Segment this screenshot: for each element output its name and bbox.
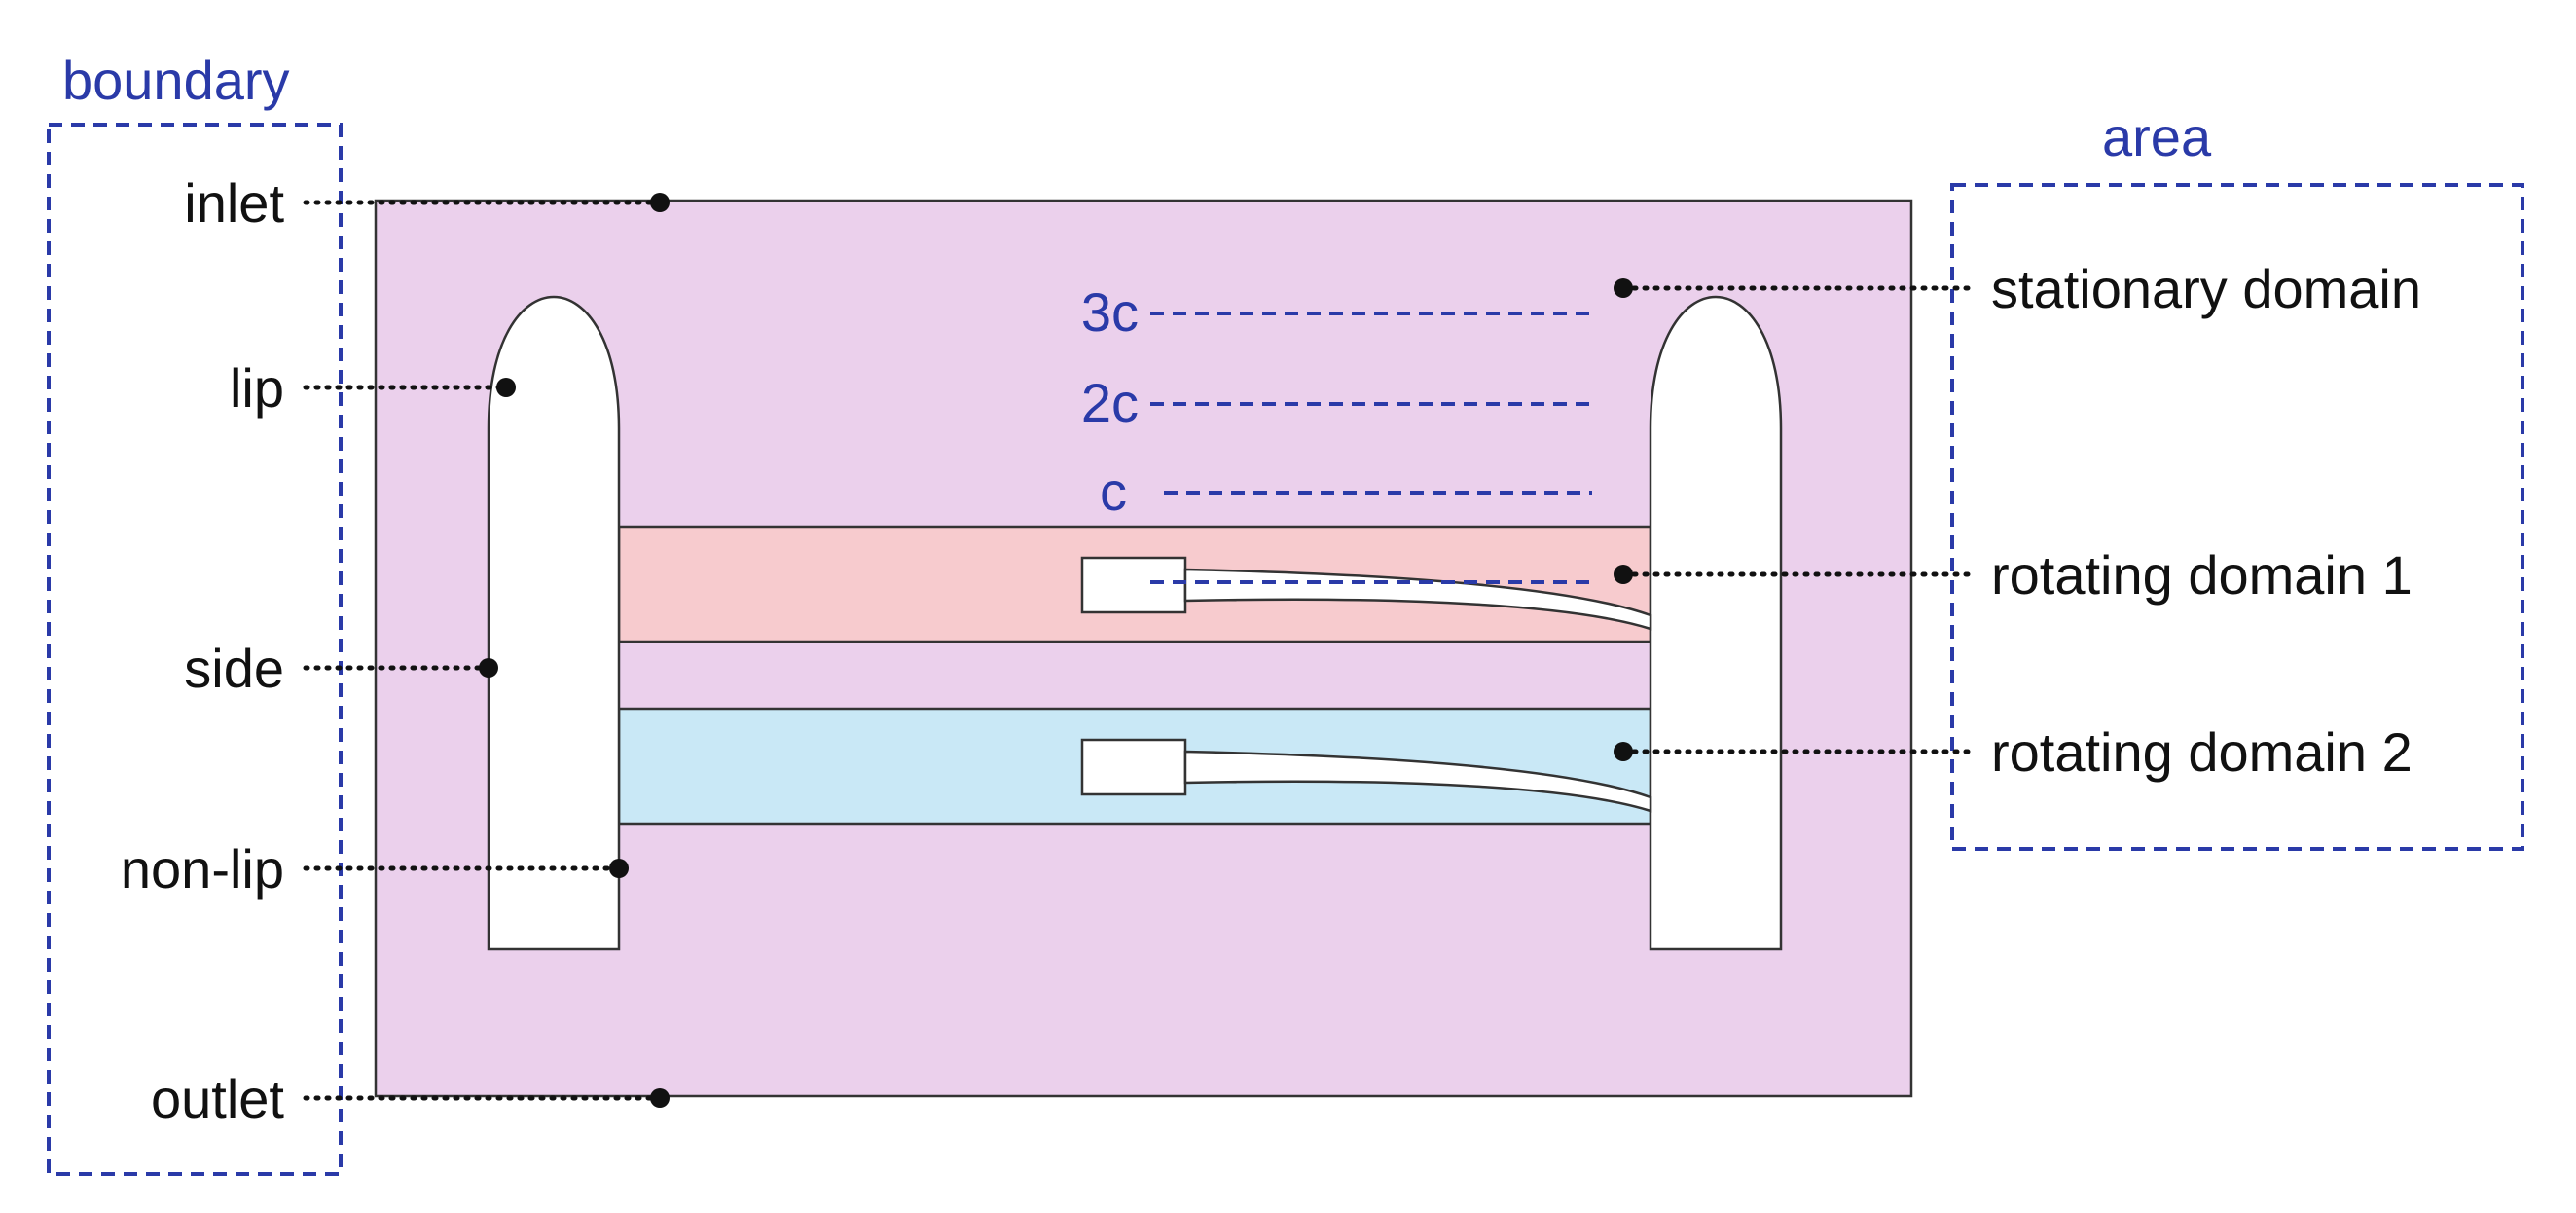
boundary-group-title: boundary [62, 50, 290, 111]
boundary-label-inlet: inlet [184, 172, 284, 234]
lip-point-marker [496, 378, 516, 397]
area-group-title: area [2102, 106, 2212, 167]
boundary-label-non-lip: non-lip [121, 838, 284, 900]
inlet-point-marker [650, 193, 670, 212]
non-lip-point-marker [609, 859, 629, 878]
blade-2 [1080, 738, 1652, 813]
blade-1 [1080, 556, 1652, 631]
height-label-3c: 3c [1081, 281, 1139, 343]
area-group-box [1950, 183, 2524, 851]
rotating-1-point-marker [1614, 565, 1633, 584]
boundary-label-side: side [184, 638, 284, 699]
boundary-label-lip: lip [230, 357, 284, 419]
height-label-2c: 2c [1081, 372, 1139, 433]
left-wall-shape [487, 296, 621, 951]
rotating-2-point-marker [1614, 742, 1633, 761]
side-point-marker [479, 658, 498, 678]
height-label-c: c [1100, 460, 1127, 522]
boundary-label-outlet: outlet [151, 1068, 284, 1129]
boundary-group-box [47, 123, 343, 1176]
outlet-point-marker [650, 1088, 670, 1108]
area-label-stationary: stationary domain [1991, 258, 2421, 319]
area-label-rotating-2: rotating domain 2 [1991, 721, 2413, 783]
area-label-rotating-1: rotating domain 1 [1991, 544, 2413, 606]
right-wall-shape [1649, 296, 1783, 951]
stationary-point-marker [1614, 278, 1633, 298]
